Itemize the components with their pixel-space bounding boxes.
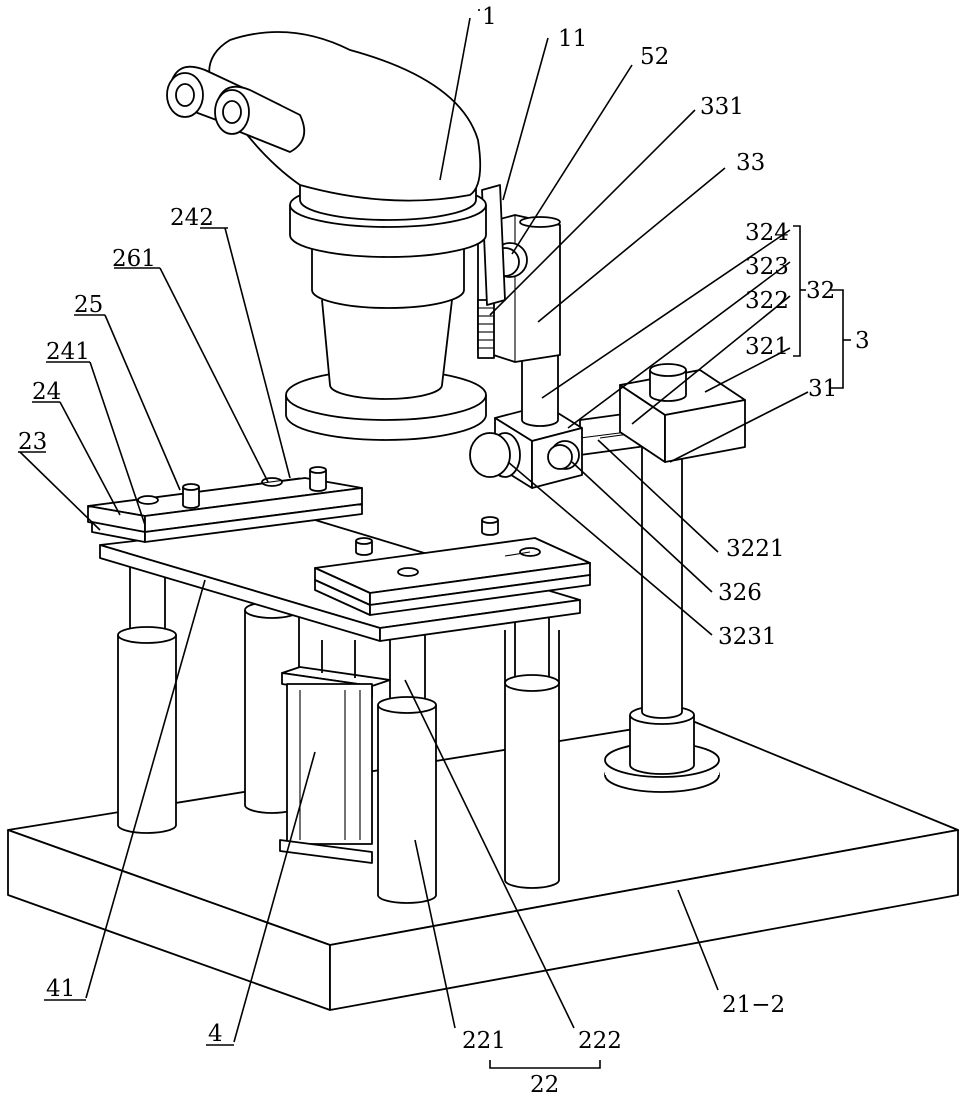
cross-arm — [470, 364, 745, 488]
label-25: 25 — [74, 292, 103, 318]
label-241: 241 — [46, 339, 90, 365]
label-322: 322 — [745, 288, 789, 314]
label-52: 52 — [640, 44, 669, 70]
label-24: 24 — [32, 379, 61, 405]
label-321: 321 — [745, 334, 789, 360]
label-1: 1 — [482, 4, 497, 30]
label-41: 41 — [46, 976, 75, 1002]
label-33: 33 — [736, 150, 765, 176]
label-326: 326 — [718, 580, 762, 606]
label-323: 323 — [745, 254, 789, 280]
label-3221: 3221 — [726, 536, 785, 562]
label-21-2: 21−2 — [722, 992, 785, 1018]
label-23: 23 — [18, 429, 47, 455]
label-3231: 3231 — [718, 624, 777, 650]
label-221: 221 — [462, 1028, 506, 1054]
focus-assembly — [478, 185, 560, 426]
label-31: 31 — [808, 376, 837, 402]
label-261: 261 — [112, 246, 156, 272]
label-324: 324 — [745, 220, 789, 246]
label-331: 331 — [700, 94, 744, 120]
label-11: 11 — [558, 26, 587, 52]
microscope-body — [167, 32, 486, 440]
label-242: 242 — [170, 205, 214, 231]
label-3: 3 — [855, 328, 870, 354]
label-4: 4 — [208, 1021, 223, 1047]
label-222: 222 — [578, 1028, 622, 1054]
label-32: 32 — [806, 278, 835, 304]
label-22: 22 — [530, 1072, 559, 1098]
